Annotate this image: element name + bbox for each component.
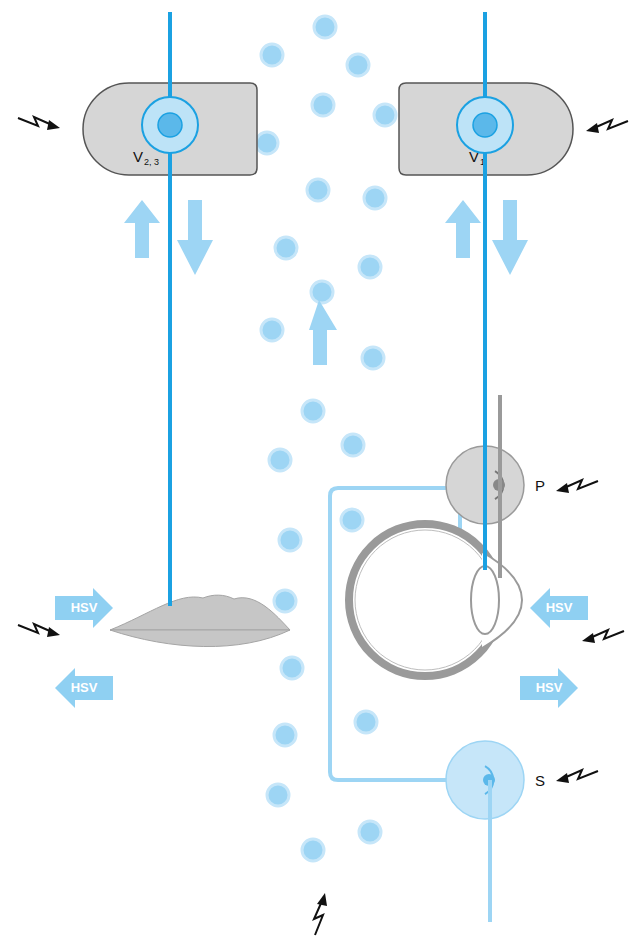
- node-outline: [445, 445, 525, 525]
- lips: [110, 595, 290, 646]
- node-outline: [445, 740, 525, 820]
- node-label: HSV: [520, 680, 578, 695]
- virus-particles: [256, 16, 396, 861]
- virus-arrow: HSV: [530, 588, 588, 628]
- ganglion-box: V2, 3: [82, 82, 258, 176]
- node-label: V: [469, 148, 479, 165]
- trigger-bolts: [18, 117, 628, 935]
- ganglion-circle: S: [445, 740, 525, 820]
- node-label: HSV: [55, 600, 113, 615]
- virus-arrow: HSV: [55, 668, 113, 708]
- virus-arrow: HSV: [520, 668, 578, 708]
- virus-arrow: HSV: [55, 588, 113, 628]
- subscript-label: 2, 3: [144, 157, 159, 167]
- node-label: P: [535, 477, 545, 494]
- subscript-label: 1: [480, 157, 485, 167]
- node-label: HSV: [55, 680, 113, 695]
- ganglion-circle: P: [445, 445, 525, 525]
- ganglion-box: V1: [398, 82, 574, 176]
- node-outline: [82, 82, 258, 176]
- node-label: V: [133, 148, 143, 165]
- node-outline: [398, 82, 574, 176]
- node-label: HSV: [530, 600, 588, 615]
- transport-arrows: [124, 200, 528, 365]
- eye: [349, 524, 522, 676]
- node-label: S: [535, 772, 545, 789]
